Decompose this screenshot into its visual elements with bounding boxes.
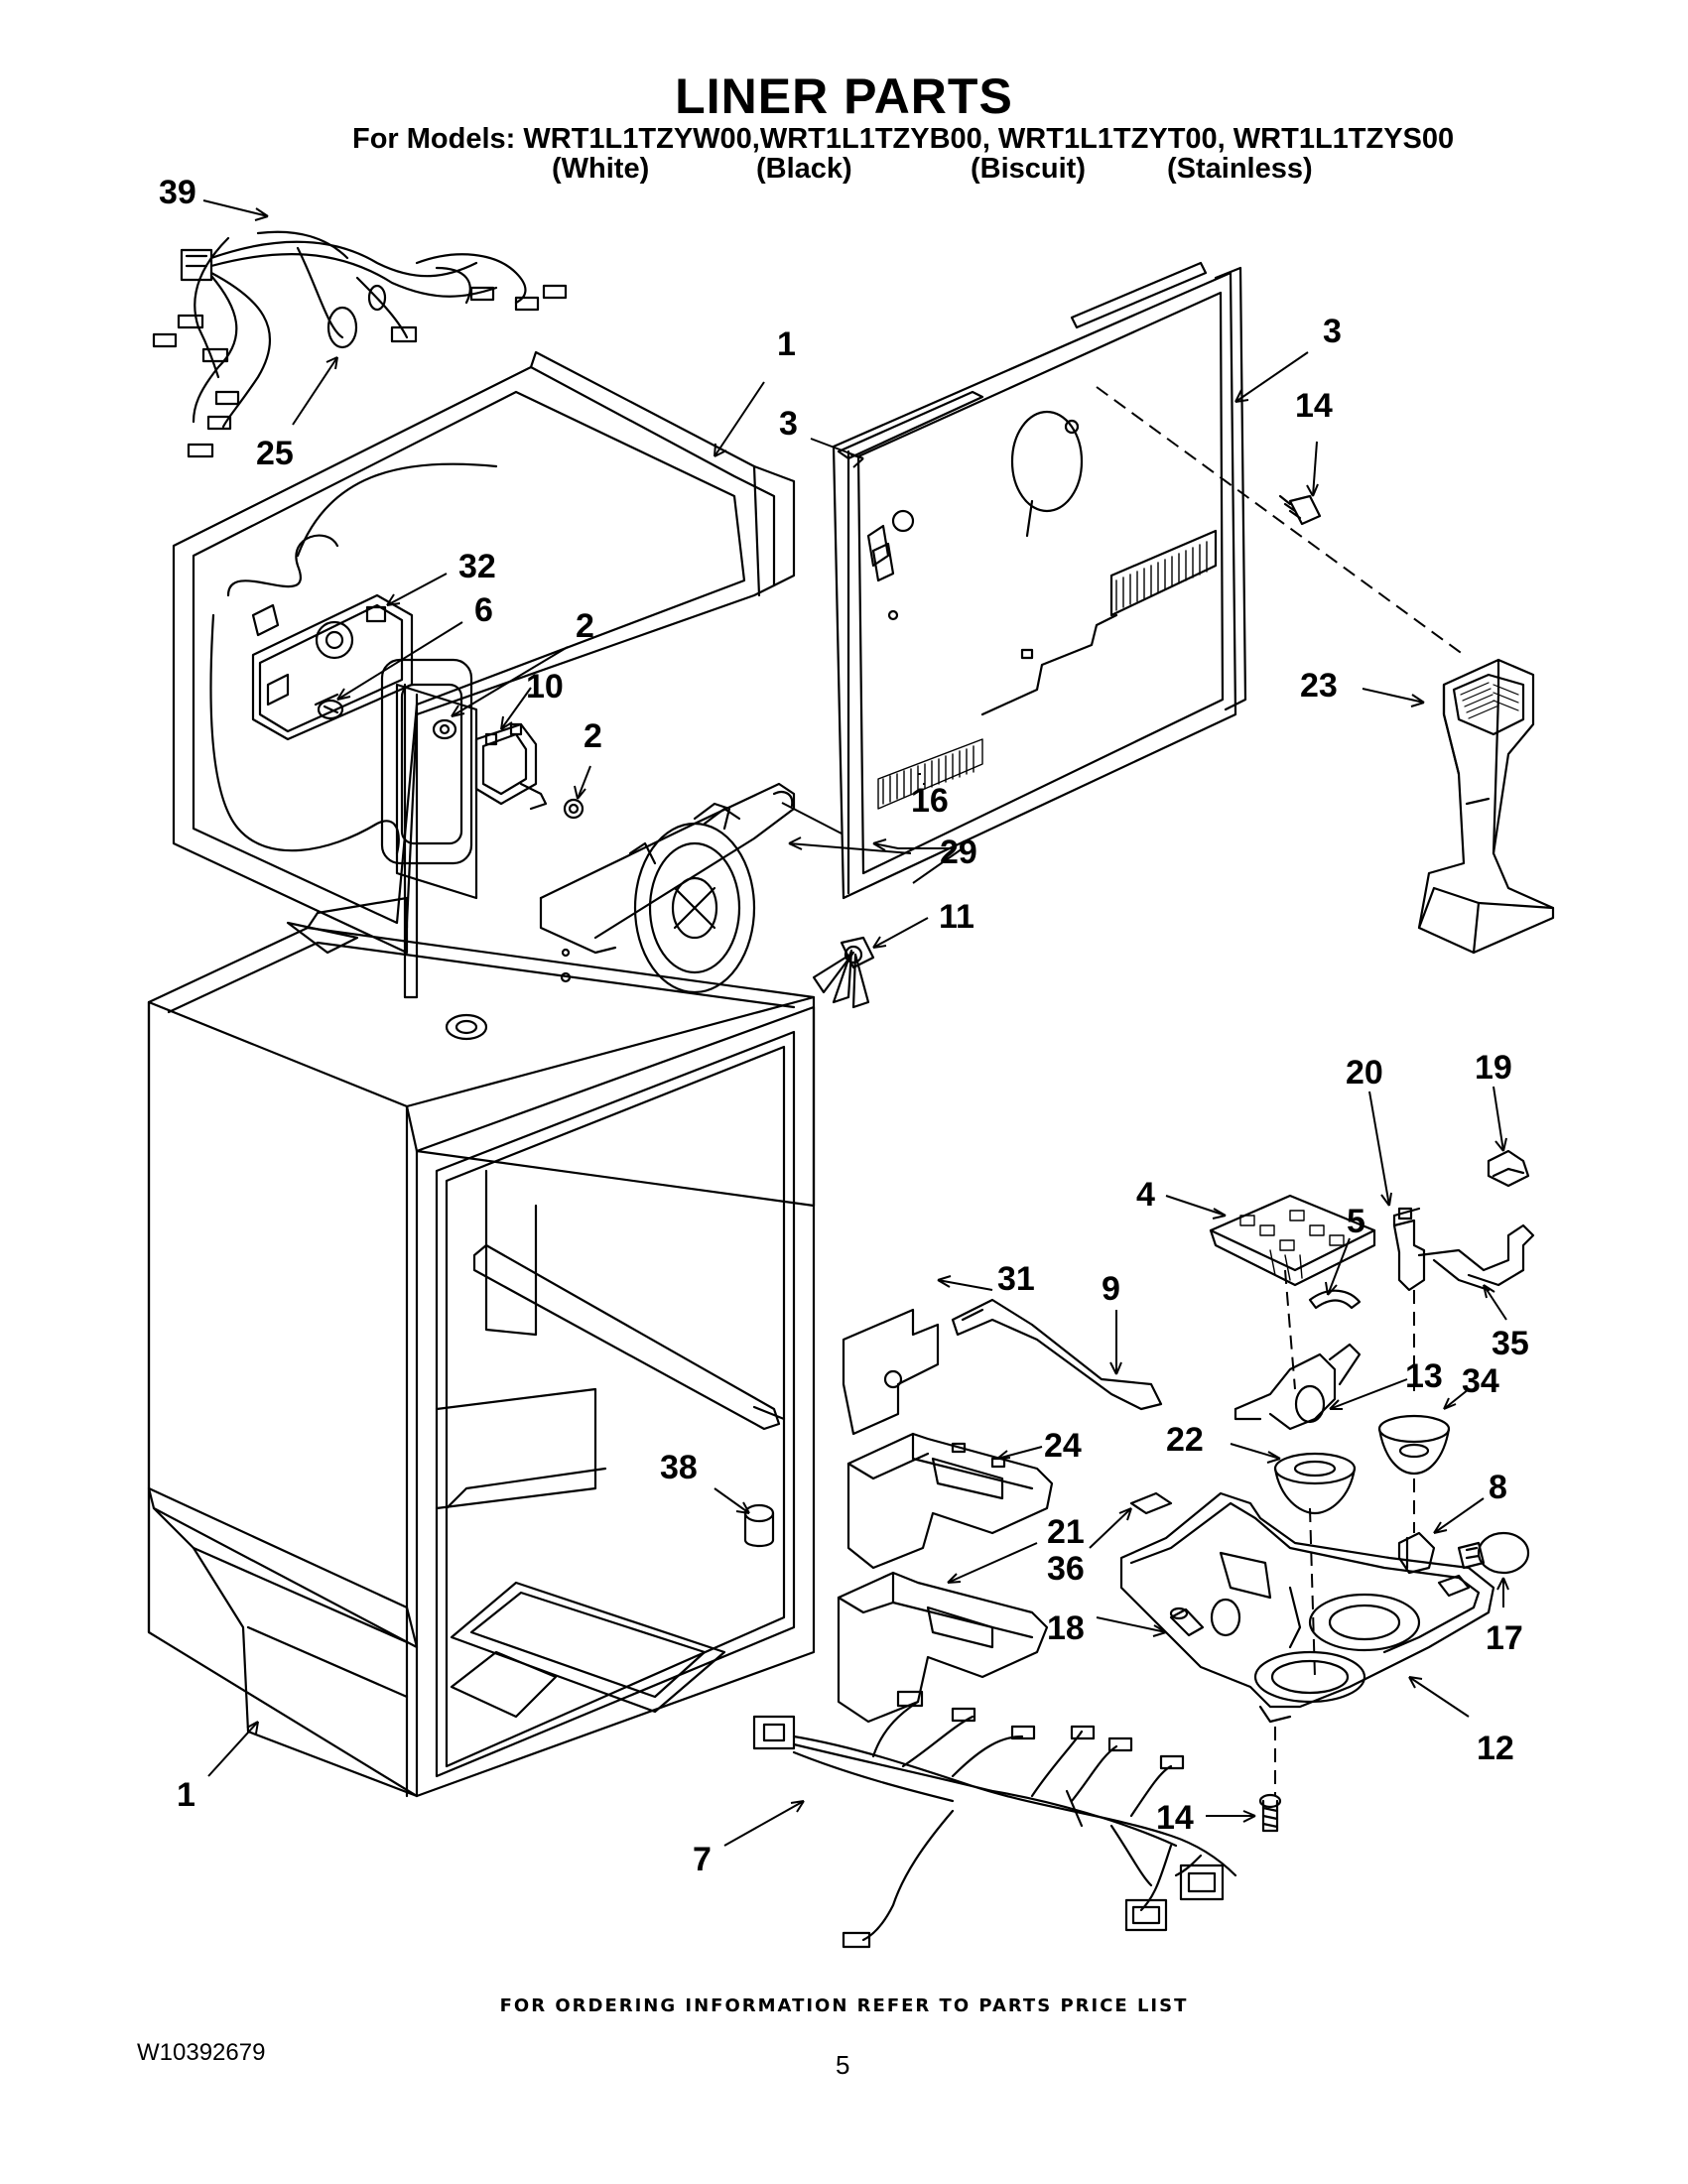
page-number: 5 (836, 2050, 850, 2080)
callout-3-left: 3 (779, 405, 798, 443)
clip-5 (1308, 1289, 1362, 1310)
callout-1-upper: 1 (777, 325, 796, 363)
models-line: For Models: WRT1L1TZYW00,WRT1L1TZYB00, W… (352, 123, 1455, 155)
bulb-17 (1457, 1531, 1530, 1575)
callout-19: 19 (1475, 1049, 1512, 1087)
callout-32: 32 (458, 548, 496, 585)
callout-7: 7 (693, 1841, 712, 1878)
cylinder-18 (1169, 1606, 1205, 1637)
callout-18: 18 (1047, 1609, 1085, 1647)
color-biscuit: (Biscuit) (971, 153, 1086, 185)
nut-2-lower (563, 798, 584, 820)
nut-2-upper (432, 718, 457, 740)
color-white: (White) (552, 153, 650, 185)
cup-34 (1377, 1414, 1451, 1476)
fan-blade-11 (812, 936, 875, 1009)
freezer-liner (172, 350, 796, 999)
wire-harness-lower (752, 1690, 1237, 1949)
callout-5: 5 (1347, 1203, 1365, 1240)
wire-harness-upper (152, 230, 568, 458)
screw-14-lower (1258, 1793, 1282, 1833)
ordering-note: FOR ORDERING INFORMATION REFER TO PARTS … (499, 1995, 1189, 2016)
callout-14-upper: 14 (1295, 387, 1333, 425)
callout-2-upper: 2 (576, 607, 594, 645)
fan-motor-bracket-29 (539, 782, 796, 994)
callout-6: 6 (474, 591, 493, 629)
callout-4: 4 (1136, 1176, 1155, 1214)
callout-17: 17 (1486, 1619, 1523, 1657)
bracket-19 (1487, 1149, 1530, 1188)
callout-23: 23 (1300, 667, 1338, 705)
callout-38: 38 (660, 1449, 698, 1486)
deflector-24 (846, 1432, 1054, 1570)
switch-20 (1392, 1207, 1426, 1292)
light-housing-12 (1119, 1491, 1495, 1724)
callout-29: 29 (940, 834, 977, 871)
plug-38 (743, 1503, 775, 1548)
air-duct-23 (1417, 658, 1555, 955)
callout-12: 12 (1477, 1730, 1514, 1767)
callout-24: 24 (1044, 1427, 1082, 1465)
socket-8 (1397, 1531, 1436, 1575)
callout-2-lower: 2 (584, 717, 602, 755)
color-black: (Black) (756, 153, 852, 185)
callout-20: 20 (1346, 1054, 1383, 1092)
screw-6 (314, 693, 344, 720)
callout-16: 16 (911, 782, 949, 820)
callout-13: 13 (1405, 1357, 1443, 1395)
control-board-4 (1209, 1194, 1376, 1287)
wire-35 (1417, 1223, 1535, 1292)
callout-8: 8 (1489, 1469, 1507, 1506)
deflector-21 (837, 1571, 1049, 1724)
callout-10: 10 (526, 668, 564, 706)
cup-22 (1273, 1452, 1357, 1515)
leader-lines (202, 199, 1509, 1847)
evaporator-cover (832, 261, 1247, 900)
screw-14-upper (1278, 494, 1322, 526)
alignment-lines (1096, 386, 1465, 1796)
strip-9 (951, 1298, 1163, 1411)
callout-21: 21 (1047, 1513, 1085, 1551)
callout-3-right: 3 (1323, 313, 1342, 350)
refrigerator-liner (147, 896, 816, 1798)
thermostat-10 (474, 722, 548, 811)
label-36 (1129, 1491, 1173, 1515)
callout-39: 39 (159, 174, 196, 211)
socket-bracket-13 (1234, 1343, 1362, 1431)
callout-34: 34 (1462, 1362, 1499, 1400)
callout-14-lower: 14 (1156, 1799, 1194, 1837)
callout-9: 9 (1102, 1270, 1120, 1308)
callout-11: 11 (939, 898, 974, 936)
callout-25: 25 (256, 435, 294, 472)
callout-labels: 39 25 1 3 3 14 32 6 2 10 2 29 16 23 11 1… (159, 174, 1529, 1878)
control-housing (251, 593, 414, 741)
color-stainless: (Stainless) (1167, 153, 1313, 185)
document-number: W10392679 (137, 2039, 266, 2066)
callout-22: 22 (1166, 1421, 1204, 1459)
callout-36: 36 (1047, 1550, 1085, 1588)
plate-31 (842, 1308, 940, 1436)
page-title: LINER PARTS (675, 68, 1013, 124)
callout-31: 31 (997, 1260, 1035, 1298)
callout-35: 35 (1492, 1325, 1529, 1362)
callout-1-lower: 1 (177, 1776, 195, 1814)
